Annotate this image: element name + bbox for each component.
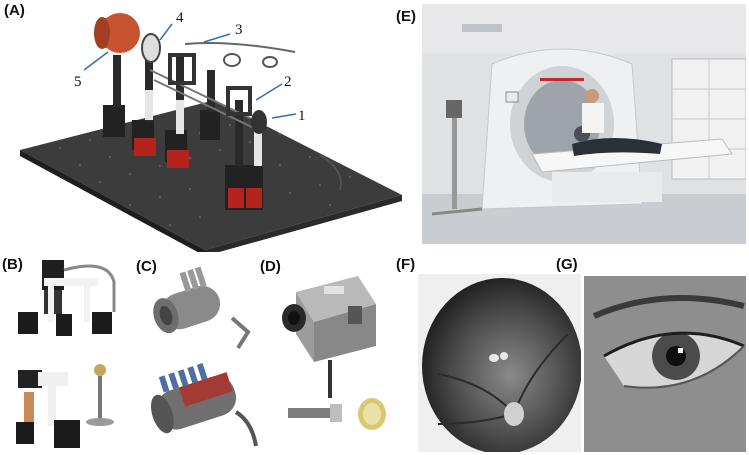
panel-g-eye-image: [584, 276, 746, 452]
post-mount-5: [103, 55, 125, 137]
callout-3: 3: [235, 22, 243, 38]
mount-3: [168, 53, 196, 85]
panel-d-label: (D): [260, 258, 281, 275]
panel-e-mri-photo: [422, 4, 746, 244]
panel-a-label: (A): [4, 2, 25, 19]
callout-5: 5: [74, 74, 82, 90]
post-mount-4: [132, 60, 156, 156]
panel-c-label: (C): [136, 258, 157, 275]
panel-d-camera-renderings: [268, 262, 418, 452]
panel-b-label: (B): [2, 256, 23, 273]
panel-a-optical-setup: 1 2 3 4 5: [0, 0, 402, 252]
lens-4: [141, 33, 161, 63]
panel-g-label: (G): [556, 256, 578, 273]
orange-housing: [94, 13, 140, 53]
breadboard: [20, 100, 402, 250]
post-mount-3: [165, 55, 189, 168]
panel-c-cylinder-renderings: [140, 262, 260, 452]
panel-b-mount-renderings: [8, 252, 126, 452]
callout-1: 1: [298, 108, 306, 124]
panel-f-fundus-image: [418, 274, 581, 452]
callout-2: 2: [284, 74, 292, 90]
panel-e-label: (E): [396, 8, 416, 25]
post-mount-1: [225, 100, 263, 210]
post-mount-2: [200, 70, 220, 140]
fundus-disc: [422, 278, 581, 452]
lens-1: [251, 110, 267, 134]
mount-2: [226, 86, 252, 116]
callout-4: 4: [176, 10, 184, 26]
panel-f-label: (F): [396, 256, 416, 273]
